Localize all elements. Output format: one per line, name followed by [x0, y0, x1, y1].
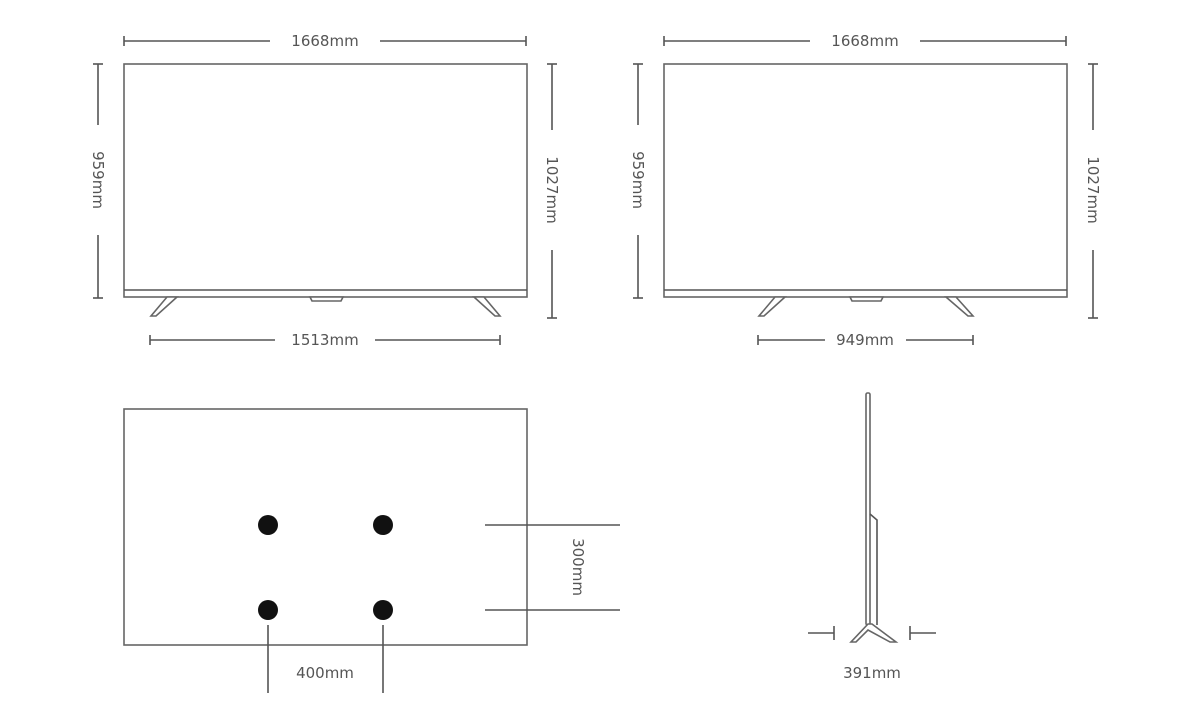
tv-profile: [865, 392, 871, 626]
width-dimension: 1668mm: [123, 32, 527, 50]
stand-span-dimension: 949mm: [757, 331, 974, 349]
width-label: 1668mm: [831, 32, 898, 50]
stand-span-label: 1513mm: [291, 331, 358, 349]
left-leg: [149, 296, 180, 317]
width-dimension: 1668mm: [663, 32, 1067, 50]
panel-height-label: 959mm: [629, 151, 647, 209]
stand-span-dimension: 1513mm: [149, 331, 501, 349]
panel-height-dimension: 959mm: [629, 63, 647, 299]
stand-depth-label: 391mm: [843, 664, 901, 682]
vesa-horizontal-label: 400mm: [296, 664, 354, 682]
right-leg: [471, 296, 502, 317]
width-label: 1668mm: [291, 32, 358, 50]
total-height-label: 1027mm: [1084, 156, 1102, 223]
side-view: 391mm: [808, 392, 936, 682]
tv-screen: [123, 63, 528, 298]
rear-view-vesa: 300mm 400mm: [123, 408, 620, 693]
total-height-label: 1027mm: [543, 156, 561, 223]
mount-hole: [373, 515, 393, 535]
left-leg: [757, 296, 788, 317]
center-base: [308, 296, 345, 302]
total-height-dimension: 1027mm: [1084, 63, 1102, 319]
mount-hole: [258, 600, 278, 620]
front-view-wide-stand: 1668mm 959mm 1027mm 1513mm: [89, 32, 561, 349]
right-leg: [943, 296, 975, 317]
mount-hole: [373, 600, 393, 620]
front-view-narrow-stand: 1668mm 959mm 1027mm 949mm: [629, 32, 1102, 349]
center-base: [848, 296, 885, 302]
vesa-vertical-label: 300mm: [569, 538, 587, 596]
panel-height-label: 959mm: [89, 151, 107, 209]
stand-foot: [849, 623, 899, 643]
mount-hole: [258, 515, 278, 535]
total-height-dimension: 1027mm: [543, 63, 561, 319]
stand-span-label: 949mm: [836, 331, 894, 349]
tv-screen: [663, 63, 1068, 298]
tv-back-panel: [123, 408, 528, 646]
panel-height-dimension: 959mm: [89, 63, 107, 299]
